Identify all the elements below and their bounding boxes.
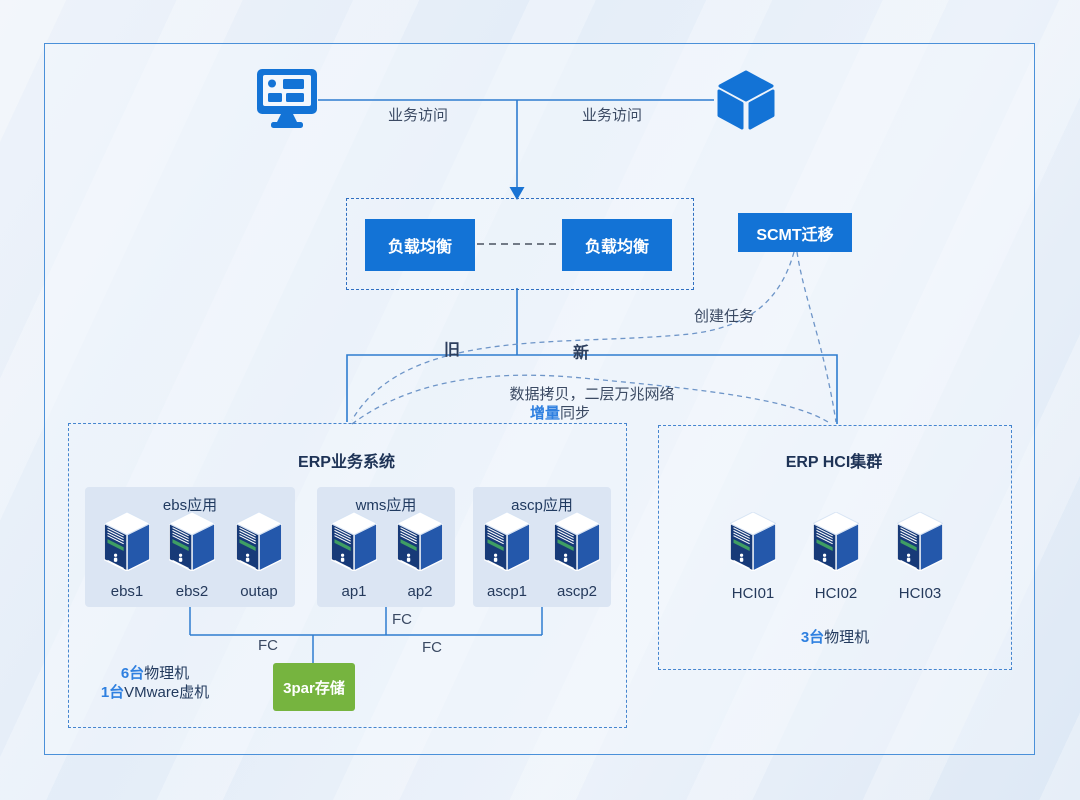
server-tower-icon bbox=[729, 511, 777, 572]
storage-node: 3par存储 bbox=[273, 663, 355, 711]
server-hci01 bbox=[729, 511, 777, 576]
hci-cluster-box bbox=[658, 425, 1012, 670]
server-ebs1 bbox=[103, 511, 151, 576]
erp-note2-accent: 1台 bbox=[100, 684, 125, 701]
erp-note1-rest: 物理机 bbox=[144, 665, 190, 682]
scmt-node: SCMT迁移 bbox=[738, 213, 852, 252]
old-label: 旧 bbox=[444, 342, 461, 359]
server-tower-icon bbox=[396, 511, 444, 572]
lb-node-left: 负载均衡 bbox=[365, 219, 475, 271]
sync-rest-text: 同步 bbox=[560, 405, 591, 422]
lb-cluster-box bbox=[346, 198, 694, 290]
create-task-label: 创建任务 bbox=[693, 308, 754, 325]
erp-note-line1: 6台物理机 bbox=[95, 662, 215, 683]
lb-node-right: 负载均衡 bbox=[562, 219, 672, 271]
group-ebs-title: ebs应用 bbox=[162, 497, 218, 514]
server-tower-icon bbox=[483, 511, 531, 572]
new-label: 新 bbox=[573, 345, 590, 362]
group-wms-title: wms应用 bbox=[355, 497, 417, 514]
server-tower-icon bbox=[812, 511, 860, 572]
hci-note: 3台物理机 bbox=[775, 626, 895, 647]
server-ebs2-label: ebs2 bbox=[175, 583, 209, 600]
hci-cluster-title: ERP HCI集群 bbox=[785, 454, 883, 471]
fc-label-top: FC bbox=[392, 611, 412, 628]
data-copy-label: 数据拷贝，二层万兆网络 bbox=[509, 386, 675, 403]
server-ap2 bbox=[396, 511, 444, 576]
server-outap-label: outap bbox=[240, 583, 278, 600]
erp-note2-rest: VMware虚机 bbox=[124, 684, 210, 701]
access-label-left: 业务访问 bbox=[387, 107, 448, 124]
erp-note1-accent: 6台 bbox=[120, 665, 145, 682]
erp-system-title: ERP业务系统 bbox=[298, 454, 395, 471]
erp-note-line2: 1台VMware虚机 bbox=[85, 681, 225, 702]
hci-note-accent: 3台 bbox=[800, 629, 825, 646]
server-hci03-label: HCI03 bbox=[898, 585, 942, 602]
server-outap bbox=[235, 511, 283, 576]
access-label-right: 业务访问 bbox=[581, 107, 642, 124]
server-tower-icon bbox=[168, 511, 216, 572]
client-monitor-icon bbox=[256, 68, 318, 135]
server-tower-icon bbox=[103, 511, 151, 572]
server-tower-icon bbox=[896, 511, 944, 572]
server-ap2-label: ap2 bbox=[407, 583, 433, 600]
server-ascp1-label: ascp1 bbox=[486, 583, 528, 600]
server-hci02 bbox=[812, 511, 860, 576]
fc-label-right: FC bbox=[422, 639, 442, 656]
server-ascp2 bbox=[553, 511, 601, 576]
app-cube-icon bbox=[714, 70, 778, 137]
fc-label-left: FC bbox=[258, 637, 278, 654]
server-ebs1-label: ebs1 bbox=[110, 583, 144, 600]
server-tower-icon bbox=[330, 511, 378, 572]
server-ebs2 bbox=[168, 511, 216, 576]
server-tower-icon bbox=[235, 511, 283, 572]
incremental-sync-label: 增量同步 bbox=[500, 402, 620, 423]
server-hci01-label: HCI01 bbox=[731, 585, 775, 602]
sync-accent-text: 增量 bbox=[529, 405, 560, 422]
group-ascp-title: ascp应用 bbox=[511, 497, 573, 514]
erp-system-box bbox=[68, 423, 627, 728]
server-ascp1 bbox=[483, 511, 531, 576]
server-hci03 bbox=[896, 511, 944, 576]
server-ap1 bbox=[330, 511, 378, 576]
server-ap1-label: ap1 bbox=[341, 583, 367, 600]
hci-note-rest: 物理机 bbox=[824, 629, 870, 646]
server-ascp2-label: ascp2 bbox=[556, 583, 598, 600]
server-hci02-label: HCI02 bbox=[814, 585, 858, 602]
server-tower-icon bbox=[553, 511, 601, 572]
